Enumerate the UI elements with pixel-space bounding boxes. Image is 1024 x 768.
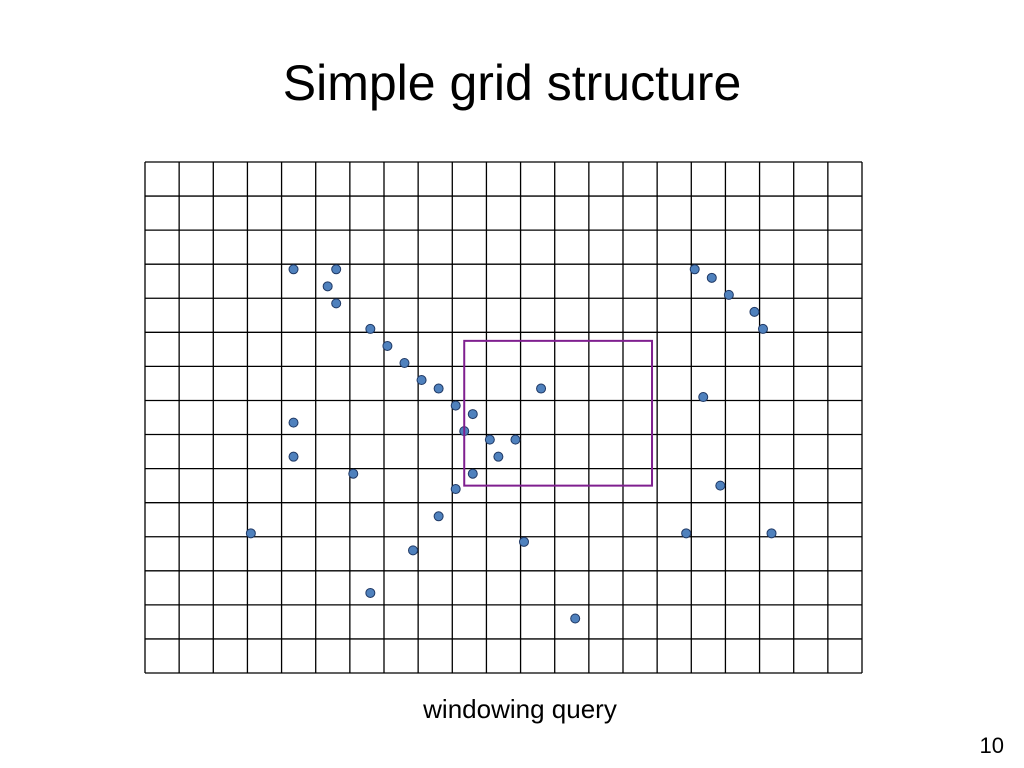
data-point — [450, 484, 461, 495]
data-point — [467, 468, 478, 479]
data-point — [382, 340, 393, 351]
data-point — [467, 409, 478, 420]
data-point — [288, 451, 299, 462]
query-window-layer — [463, 339, 654, 487]
data-point — [433, 383, 444, 394]
data-point — [365, 323, 376, 334]
diagram-caption: windowing query — [423, 694, 617, 724]
data-point — [416, 375, 427, 386]
data-point — [757, 323, 768, 334]
data-point — [766, 528, 777, 539]
data-point — [399, 357, 410, 368]
query-window-rect — [463, 339, 654, 487]
data-point — [536, 383, 547, 394]
data-point — [715, 480, 726, 491]
page-number: 10 — [979, 733, 1004, 758]
data-point — [365, 587, 376, 598]
data-point — [510, 434, 521, 445]
data-point — [245, 528, 256, 539]
data-point — [570, 613, 581, 624]
data-point — [433, 511, 444, 522]
data-point — [288, 417, 299, 428]
data-point — [408, 545, 419, 556]
data-point — [288, 264, 299, 275]
data-point — [518, 536, 529, 547]
data-point — [493, 451, 504, 462]
data-point — [681, 528, 692, 539]
data-point — [698, 392, 709, 403]
data-point — [450, 400, 461, 411]
data-point — [348, 468, 359, 479]
data-point — [484, 434, 495, 445]
grid-lines — [144, 161, 863, 674]
slide-title: Simple grid structure — [282, 55, 742, 111]
data-point — [689, 264, 700, 275]
data-point — [749, 306, 760, 317]
data-point — [331, 298, 342, 309]
data-point — [723, 289, 734, 300]
data-points — [245, 264, 777, 624]
data-point — [322, 281, 333, 292]
data-point — [331, 264, 342, 275]
data-point — [706, 272, 717, 283]
